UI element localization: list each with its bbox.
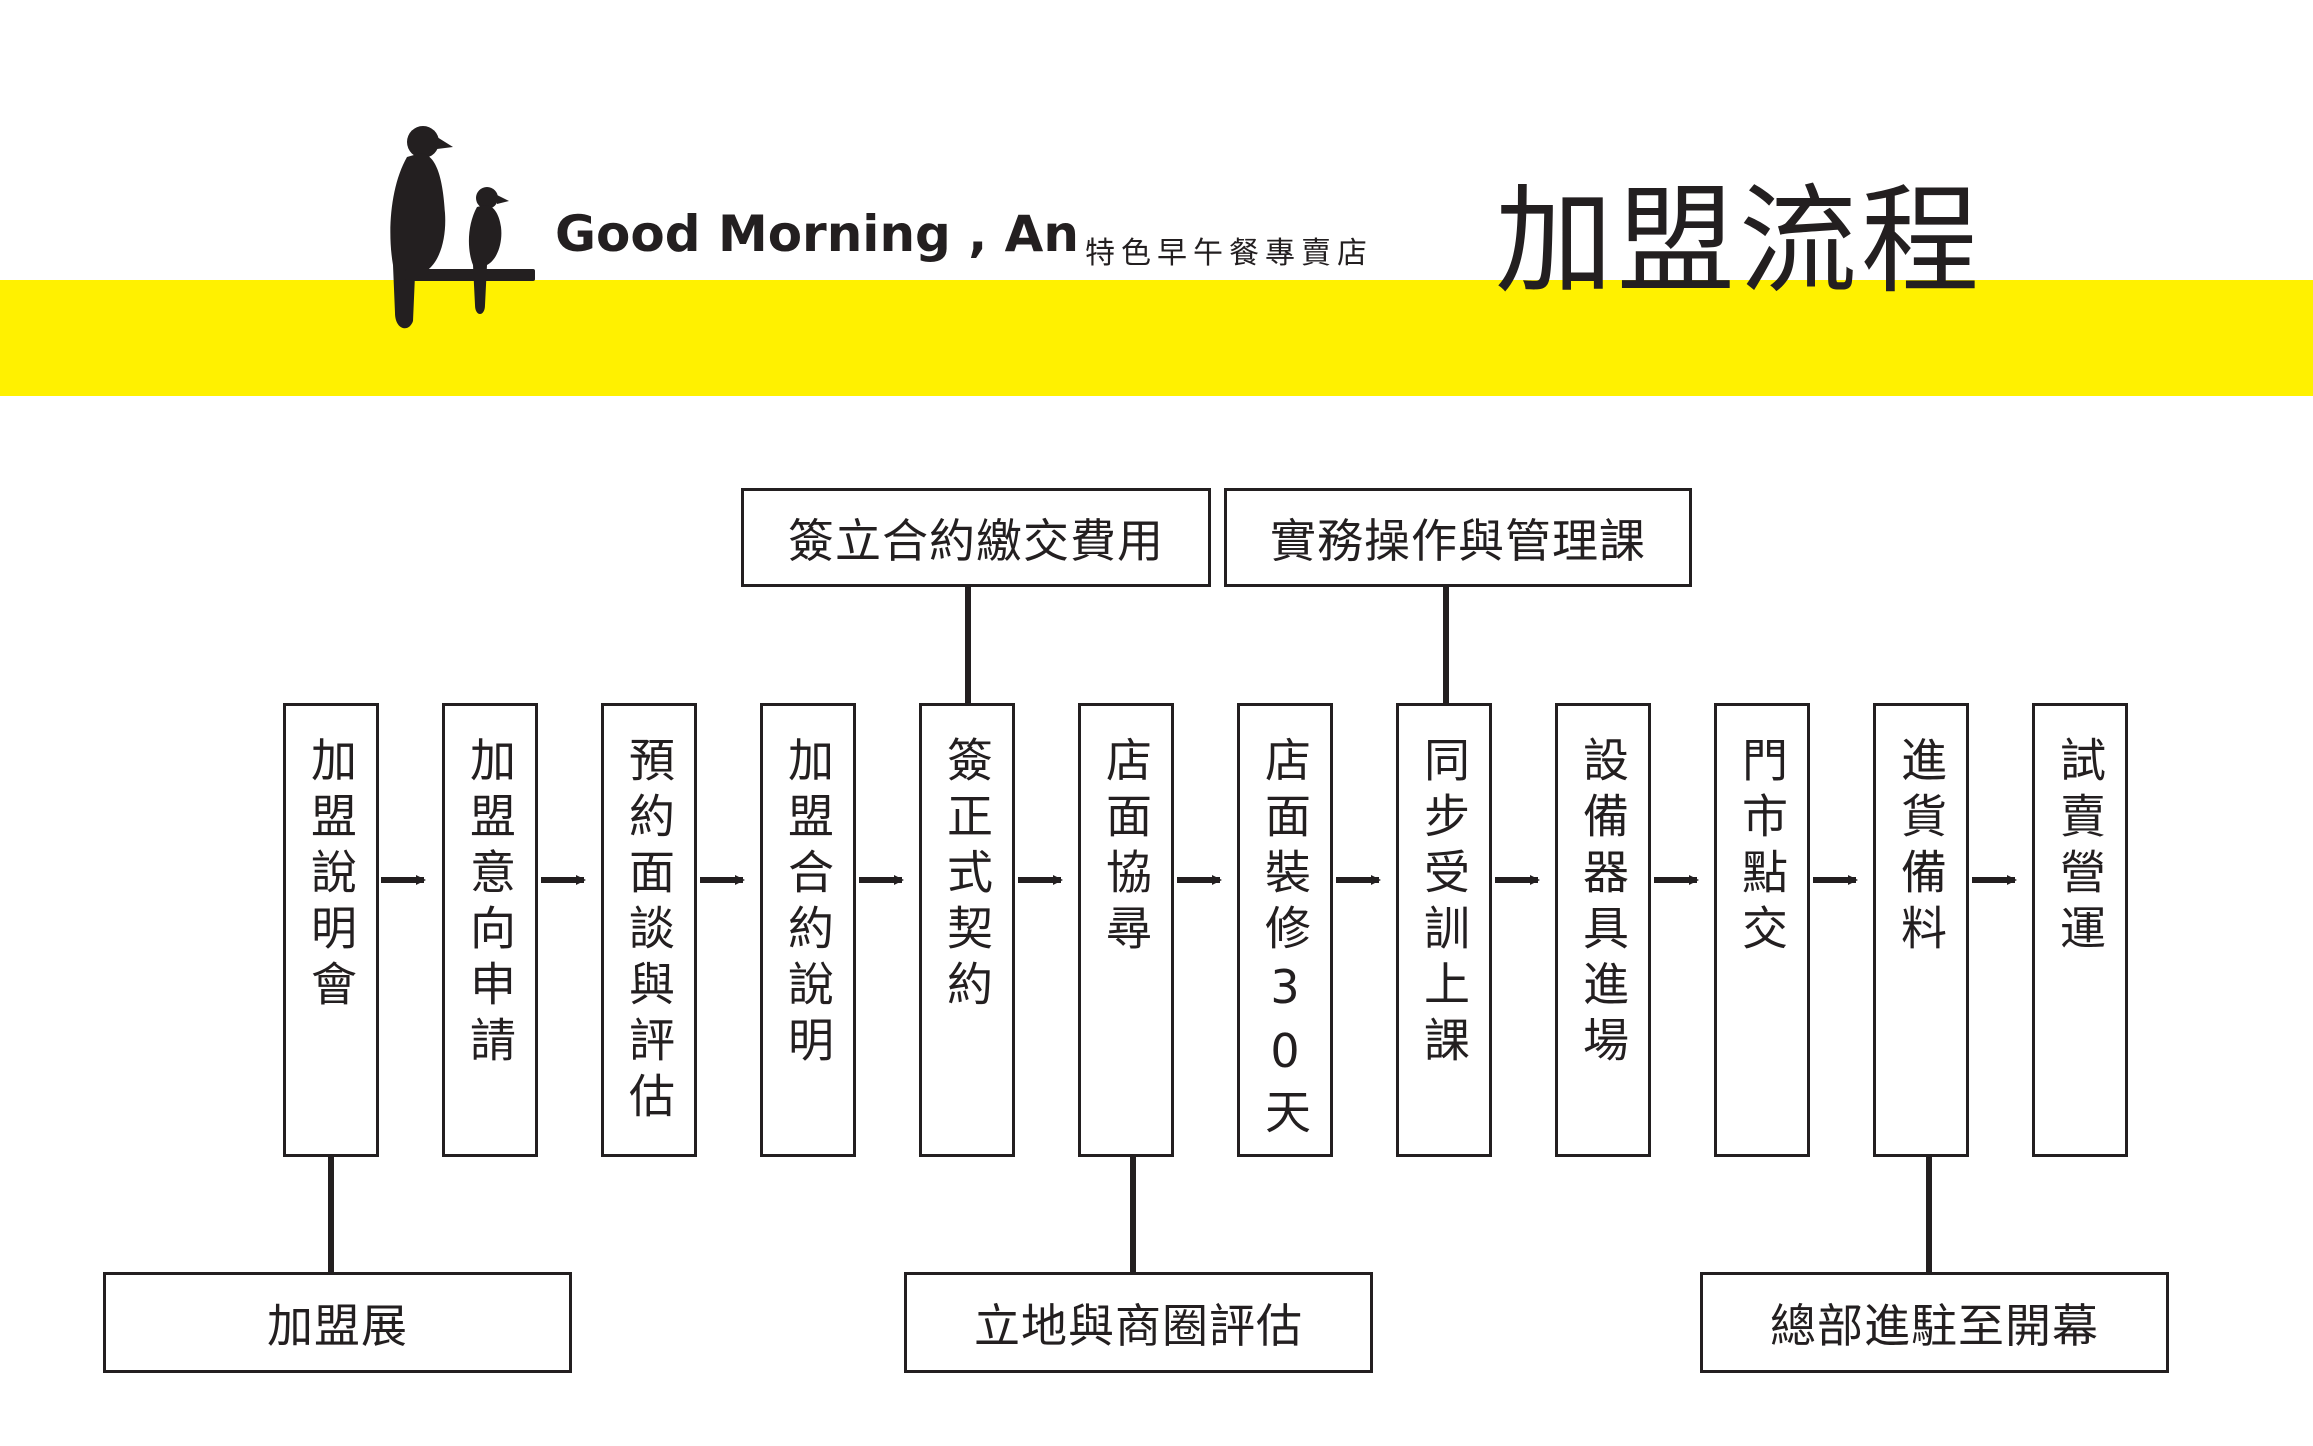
step-label: 加盟合約說明	[781, 736, 835, 1072]
step-label: 門市點交	[1735, 736, 1789, 960]
note-contract-fees: 簽立合約繳交費用	[741, 488, 1211, 587]
note-practical-training-label: 實務操作與管理課	[1270, 513, 1646, 568]
step-label: 試賣營運	[2053, 736, 2107, 960]
birds-logo-icon	[390, 126, 535, 329]
step-label: 預約面談與評估	[622, 736, 676, 1128]
brand-tagline: 特色早午餐專賣店	[1085, 236, 1373, 271]
step-contract-explanation: 加盟合約說明	[760, 703, 856, 1157]
step-training: 同步受訓上課	[1396, 703, 1492, 1157]
step-label: 加盟說明會	[304, 736, 358, 1016]
step-store-search: 店面協尋	[1078, 703, 1174, 1157]
step-intent-application: 加盟意向申請	[442, 703, 538, 1157]
note-practical-training: 實務操作與管理課	[1224, 488, 1692, 587]
note-hq-support: 總部進駐至開幕	[1700, 1272, 2169, 1373]
note-contract-fees-label: 簽立合約繳交費用	[788, 513, 1164, 568]
step-label: 設備器具進場	[1576, 736, 1630, 1072]
note-site-evaluation-label: 立地與商圈評估	[974, 1298, 1303, 1353]
step-label: 店面裝修30天	[1258, 736, 1312, 1144]
step-trial-operation: 試賣營運	[2032, 703, 2128, 1157]
step-interview-evaluation: 預約面談與評估	[601, 703, 697, 1157]
note-franchise-expo-label: 加盟展	[267, 1298, 408, 1353]
step-label: 加盟意向申請	[463, 736, 517, 1072]
step-label: 進貨備料	[1894, 736, 1948, 960]
step-equipment-install: 設備器具進場	[1555, 703, 1651, 1157]
step-franchise-briefing: 加盟說明會	[283, 703, 379, 1157]
note-franchise-expo: 加盟展	[103, 1272, 572, 1373]
step-stock-preparation: 進貨備料	[1873, 703, 1969, 1157]
step-label: 簽正式契約	[940, 736, 994, 1016]
header-accent-band	[0, 280, 2313, 396]
step-store-renovation: 店面裝修30天	[1237, 703, 1333, 1157]
step-label: 店面協尋	[1099, 736, 1153, 960]
step-store-handover: 門市點交	[1714, 703, 1810, 1157]
step-label: 同步受訓上課	[1417, 736, 1471, 1072]
page-title: 加盟流程	[1495, 172, 1984, 310]
brand-name: Good Morning , An	[555, 205, 1079, 263]
note-hq-support-label: 總部進駐至開幕	[1770, 1298, 2099, 1353]
note-site-evaluation: 立地與商圈評估	[904, 1272, 1373, 1373]
step-sign-contract: 簽正式契約	[919, 703, 1015, 1157]
